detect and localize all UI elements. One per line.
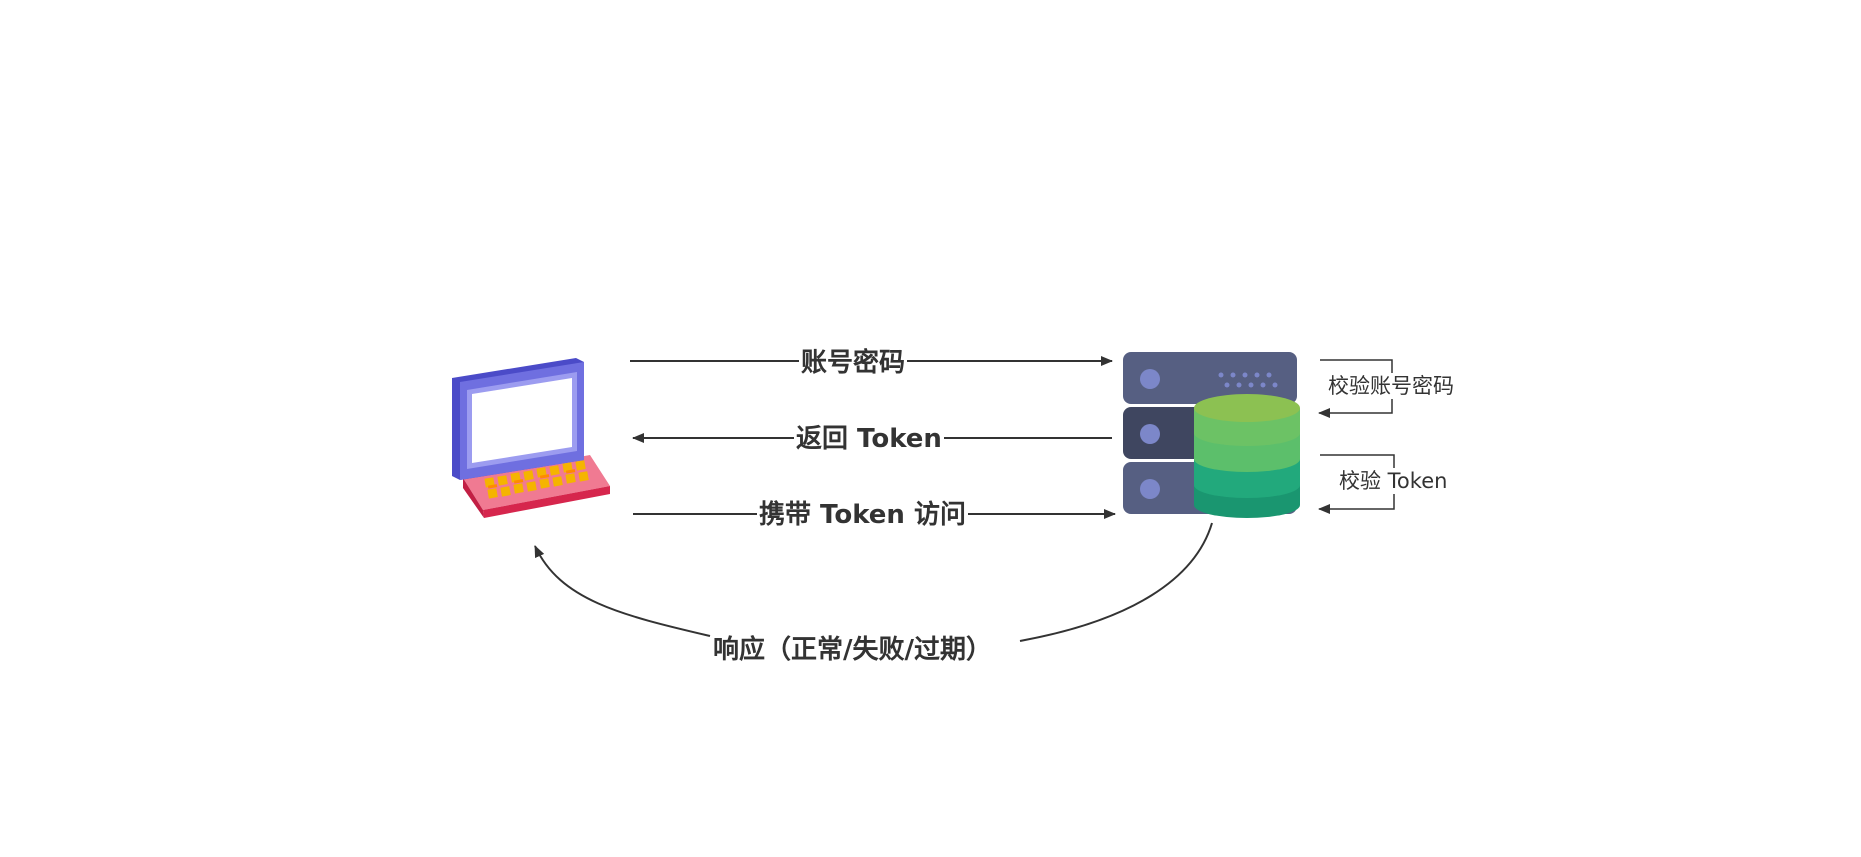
label-login: 账号密码 <box>799 347 908 379</box>
label-return-token: 返回 Token <box>794 423 944 455</box>
label-response: 响应（正常/失败/过期） <box>711 634 994 666</box>
arrow-response-right <box>1019 522 1213 642</box>
arrow-response-left <box>534 545 711 637</box>
database-icon <box>1194 394 1300 518</box>
laptop-icon <box>452 358 610 518</box>
label-verify-credentials: 校验账号密码 <box>1327 373 1455 399</box>
label-verify-token: 校验 Token <box>1338 468 1449 494</box>
label-access-with-token: 携带 Token 访问 <box>757 499 968 531</box>
